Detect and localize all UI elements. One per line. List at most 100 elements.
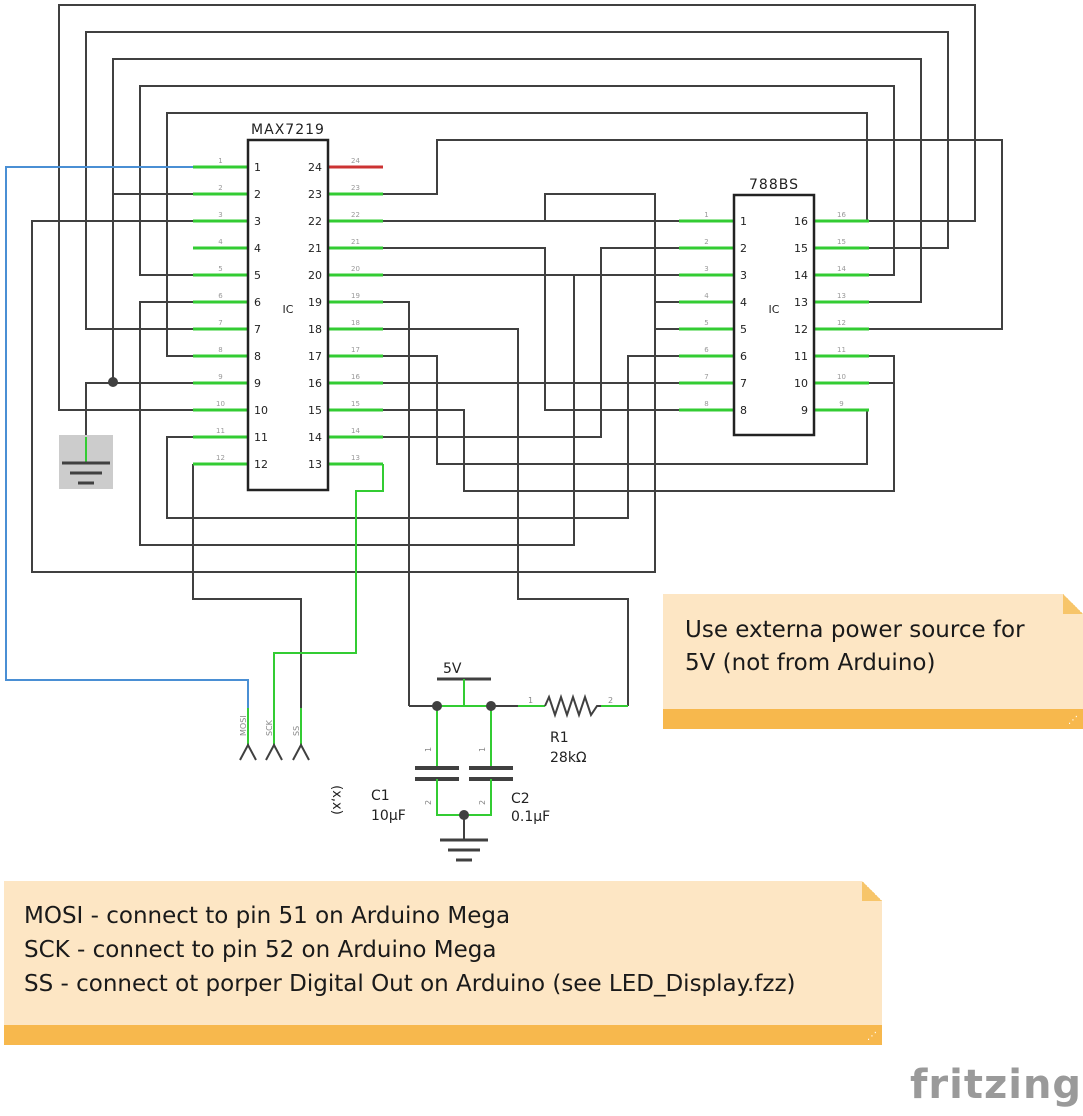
max7219-left-pin-number: 3 (254, 215, 261, 228)
display-left-pin-tag: 3 (704, 265, 708, 273)
wire-trace (383, 247, 679, 411)
display-center-label: IC (769, 303, 780, 316)
wire-trace (383, 247, 679, 438)
display-right-pin-number: 11 (794, 350, 808, 363)
junction-dot (459, 810, 469, 820)
max7219-right-pin-number: 19 (308, 296, 322, 309)
note-fold-corner (1063, 594, 1083, 614)
resize-grip-icon[interactable]: ⋰ (1068, 715, 1078, 726)
resistor-pin2: 2 (608, 696, 613, 705)
sck-label: SCK (265, 719, 274, 736)
max7219-right-pin-tag: 22 (351, 211, 360, 219)
max7219-body (246, 138, 330, 492)
wire-trace (85, 382, 193, 437)
max7219-left-pin-tag: 6 (218, 292, 223, 300)
junction-dot (486, 701, 496, 711)
max7219-right-pin-tag: 15 (351, 400, 360, 408)
display-left-pin-tag: 4 (704, 292, 709, 300)
arduino-note-line-2: SCK - connect to pin 52 on Arduino Mega (24, 937, 497, 963)
max7219-left-pin-tag: 2 (218, 184, 222, 192)
junction-dot (108, 377, 118, 387)
display-right-pin-number: 9 (801, 404, 808, 417)
cap2-pin2: 2 (478, 800, 487, 805)
arduino-note: ⋰ MOSI - connect to pin 51 on Arduino Me… (4, 881, 882, 1045)
display-left-pin-number: 8 (740, 404, 747, 417)
max7219-left-pin-number: 2 (254, 188, 261, 201)
fritzing-logo: fritzing (910, 1062, 1083, 1108)
display-left-pin-number: 3 (740, 269, 747, 282)
mosi-wire (5, 166, 249, 708)
max7219-right-pin-number: 23 (308, 188, 322, 201)
max7219-right-pin-tag: 19 (351, 292, 360, 300)
cap1-pin1: 1 (424, 747, 433, 752)
max7219-right-pin-tag: 20 (351, 265, 360, 273)
max7219-left-pin-tag: 4 (218, 238, 223, 246)
connector-labels: MOSI SCK SS (x,x) (239, 715, 344, 814)
cap1-pin2: 2 (424, 800, 433, 805)
wire-trace (192, 464, 302, 708)
ground-symbol-left (59, 435, 113, 489)
max7219-left-pin-number: 9 (254, 377, 261, 390)
max7219-right-pin-tag: 18 (351, 319, 360, 327)
resistor-name: R1 (550, 730, 569, 746)
wire-trace (31, 220, 679, 573)
display-right-pin-tag: 13 (837, 292, 846, 300)
display-right-pin-number: 13 (794, 296, 808, 309)
max7219-left-pin-number: 5 (254, 269, 261, 282)
resistor-pin1: 1 (528, 696, 533, 705)
max7219-right-pin-number: 14 (308, 431, 322, 444)
max7219-left-pin-number: 4 (254, 242, 261, 255)
max7219-left-pin-number: 1 (254, 161, 261, 174)
display-right-pin-number: 14 (794, 269, 808, 282)
max7219-right-pin-number: 17 (308, 350, 322, 363)
max7219-left-pin-tag: 5 (218, 265, 222, 273)
arduino-note-line-1: MOSI - connect to pin 51 on Arduino Mega (24, 903, 511, 929)
vcc-label: 5V (443, 661, 462, 677)
max7219-left-pin-tag: 1 (218, 157, 222, 165)
display-right-pin-number: 15 (794, 242, 808, 255)
max7219-chip: MAX7219IC1122334455667788991010111112122… (216, 122, 360, 492)
max7219-right-pin-number: 13 (308, 458, 322, 471)
chips: MAX7219IC1122334455667788991010111112122… (216, 122, 846, 492)
max7219-right-pin-number: 21 (308, 242, 322, 255)
display-left-pin-number: 1 (740, 215, 747, 228)
ss-label: SS (292, 726, 301, 736)
display-right-pin-number: 12 (794, 323, 808, 336)
display-left-pin-tag: 8 (704, 400, 708, 408)
cap1-value: 10µF (371, 808, 406, 824)
max7219-left-pin-tag: 11 (216, 427, 225, 435)
max7219-left-pin-tag: 7 (218, 319, 222, 327)
resize-grip-icon[interactable]: ⋰ (867, 1031, 877, 1042)
display-right-pin-tag: 12 (837, 319, 846, 327)
wire-trace (383, 328, 629, 706)
power-note: ⋰ Use externa power source for 5V (not f… (663, 594, 1083, 729)
display-left-pin-tag: 6 (704, 346, 709, 354)
max7219-right-pin-number: 24 (308, 161, 322, 174)
display-right-pin-tag: 10 (837, 373, 846, 381)
max7219-left-pin-tag: 10 (216, 400, 225, 408)
display-left-pin-number: 2 (740, 242, 747, 255)
max7219-right-pin-number: 20 (308, 269, 322, 282)
power-labels: 5V R1 28kΩ 1 2 C1 10µF C2 0.1µF 1 2 1 2 (371, 661, 613, 825)
wire-trace (383, 355, 895, 492)
max7219-left-pin-tag: 12 (216, 454, 225, 462)
max7219-right-pin-tag: 23 (351, 184, 360, 192)
junction-dot (432, 701, 442, 711)
display-left-pin-tag: 2 (704, 238, 708, 246)
display-right-pin-tag: 14 (837, 265, 846, 273)
display-right-pin-tag: 16 (837, 211, 846, 219)
arduino-note-line-3: SS - connect ot porper Digital Out on Ar… (24, 971, 796, 997)
max7219-left-pin-number: 10 (254, 404, 268, 417)
display-title: 788BS (749, 177, 799, 193)
note-bar (4, 1025, 882, 1045)
max7219-left-pin-number: 11 (254, 431, 268, 444)
cap2-value: 0.1µF (511, 809, 550, 825)
cap1-name: C1 (371, 788, 390, 804)
wire-trace (85, 31, 949, 330)
spi-wires (5, 166, 249, 708)
max7219-right-pin-tag: 17 (351, 346, 360, 354)
power-note-text: Use externa power source for 5V (not fro… (685, 614, 1025, 680)
display-right-pin-number: 10 (794, 377, 808, 390)
max7219-right-pin-tag: 24 (351, 157, 360, 165)
